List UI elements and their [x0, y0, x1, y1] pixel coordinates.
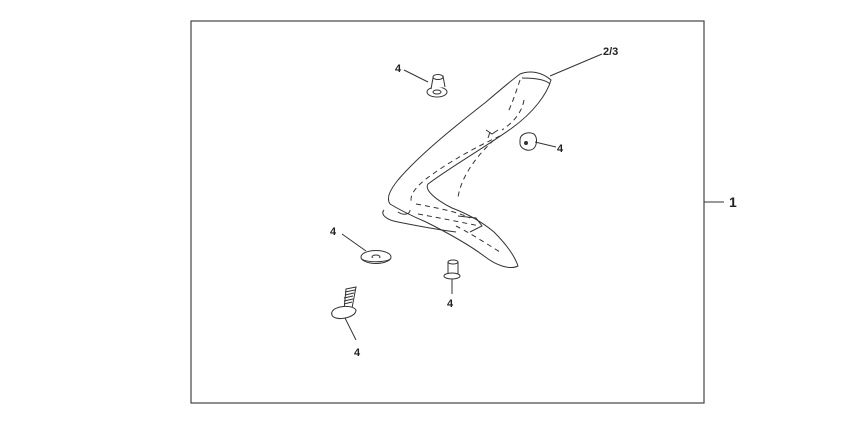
- callout-nut-top: 4: [395, 63, 402, 75]
- bolt-part: [331, 286, 357, 319]
- callout-washer: 4: [330, 226, 337, 238]
- grommet-right-part: [519, 132, 537, 151]
- leader-cover: [549, 53, 603, 77]
- washer-part: [360, 250, 392, 264]
- callout-clip-bottom: 4: [447, 298, 454, 310]
- parts-frame: [190, 20, 705, 404]
- callout-grommet-right: 4: [557, 143, 564, 155]
- callout-bolt: 4: [354, 347, 361, 359]
- leader-washer: [341, 233, 367, 252]
- clip-bottom-part: [443, 259, 461, 290]
- cover-inner-dashes: [410, 79, 525, 253]
- callout-assembly: 1: [729, 194, 737, 210]
- leader-bolt: [344, 317, 357, 341]
- cover-part: [382, 71, 552, 269]
- leader-nut-top: [403, 69, 429, 83]
- callout-cover: 2/3: [603, 46, 618, 58]
- nut-top-part: [426, 74, 448, 98]
- leader-grommet-right: [534, 141, 557, 148]
